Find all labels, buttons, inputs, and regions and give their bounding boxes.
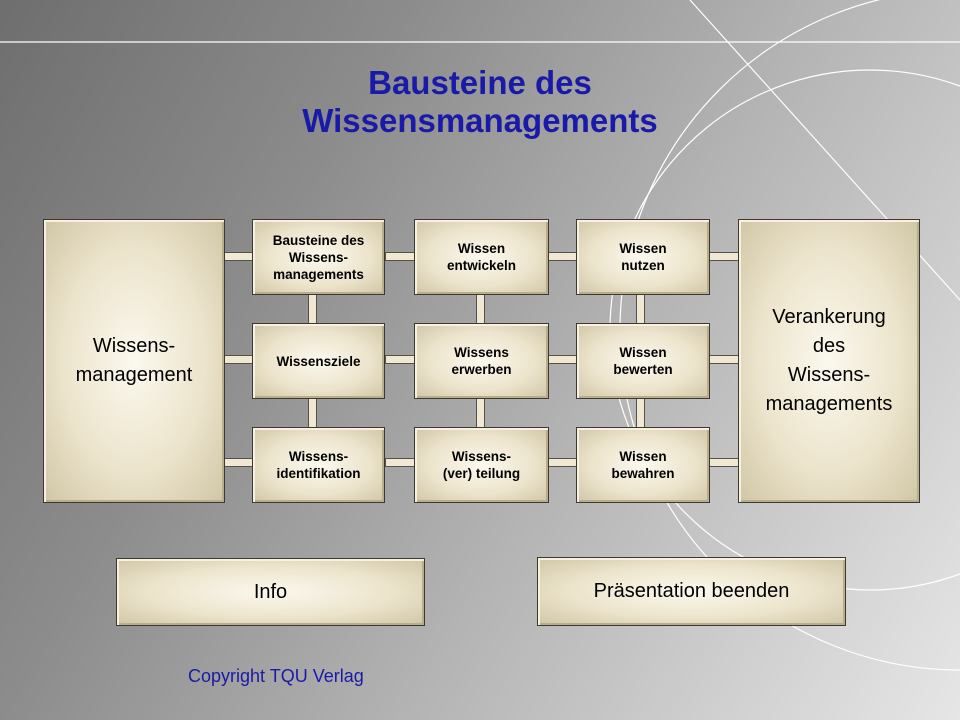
block-line: Bausteine des: [272, 232, 365, 248]
block-wissensziele[interactable]: Wissensziele: [252, 323, 385, 399]
info-button[interactable]: Info: [116, 558, 425, 626]
block-line: bewahren: [611, 466, 675, 481]
connector: [385, 355, 415, 364]
connector: [636, 397, 645, 429]
connector: [548, 458, 578, 467]
copyright-text: Copyright TQU Verlag: [188, 666, 364, 686]
title-line-2: Wissensmanagements: [302, 102, 658, 139]
end-presentation-button[interactable]: Präsentation beenden: [537, 557, 846, 626]
panel-wissensmanagement: Wissens- management: [43, 219, 225, 503]
block-line: entwickeln: [446, 258, 517, 273]
page-title: Bausteine des Wissensmanagements: [180, 64, 780, 140]
panel-line: Wissens-: [92, 335, 176, 357]
connector: [709, 458, 740, 467]
block-line: Wissens-: [451, 449, 512, 464]
block-line: Wissens-: [288, 449, 349, 464]
block-wissen-entwickeln[interactable]: Wissen entwickeln: [414, 219, 549, 295]
info-button-label: Info: [253, 580, 288, 603]
block-line: nutzen: [621, 258, 665, 273]
panel-line: management: [75, 364, 193, 386]
connector: [224, 252, 254, 261]
panel-line: Verankerung: [772, 306, 886, 328]
block-line: Wissensziele: [276, 353, 361, 369]
block-line: Wissen: [457, 241, 506, 256]
end-presentation-label: Präsentation beenden: [593, 580, 790, 602]
connector: [709, 252, 740, 261]
connector: [548, 252, 578, 261]
connector: [636, 293, 645, 325]
block-line: (ver) teilung: [442, 466, 521, 481]
block-bausteine[interactable]: Bausteine des Wissens- managements: [252, 219, 385, 295]
panel-line: Wissens-: [787, 364, 871, 386]
connector: [385, 458, 415, 467]
panel-verankerung: Verankerung des Wissens- managements: [738, 219, 920, 503]
block-wissens-erwerben[interactable]: Wissens erwerben: [414, 323, 549, 399]
title-line-1: Bausteine des: [368, 64, 592, 101]
connector: [548, 355, 578, 364]
connector: [476, 397, 485, 429]
connector: [224, 458, 254, 467]
connector: [308, 293, 317, 325]
connector: [308, 397, 317, 429]
block-line: Wissen: [619, 345, 667, 360]
block-wissen-bewahren[interactable]: Wissen bewahren: [576, 427, 710, 503]
block-line: bewerten: [613, 362, 673, 377]
panel-line: managements: [765, 393, 893, 415]
block-line: Wissens-: [288, 249, 349, 265]
connector: [476, 293, 485, 325]
connector: [385, 252, 415, 261]
block-line: Wissen: [619, 449, 667, 464]
block-line: Wissens: [454, 345, 509, 360]
block-wissen-bewerten[interactable]: Wissen bewerten: [576, 323, 710, 399]
block-wissens-verteilung[interactable]: Wissens- (ver) teilung: [414, 427, 549, 503]
block-line: Wissen: [619, 241, 667, 256]
panel-line: des: [812, 335, 846, 357]
block-line: identifikation: [276, 466, 361, 481]
block-wissens-identifikation[interactable]: Wissens- identifikation: [252, 427, 385, 503]
connector: [224, 355, 254, 364]
block-line: erwerben: [451, 362, 512, 377]
block-wissen-nutzen[interactable]: Wissen nutzen: [576, 219, 710, 295]
block-line: managements: [273, 266, 364, 282]
connector: [709, 355, 740, 364]
